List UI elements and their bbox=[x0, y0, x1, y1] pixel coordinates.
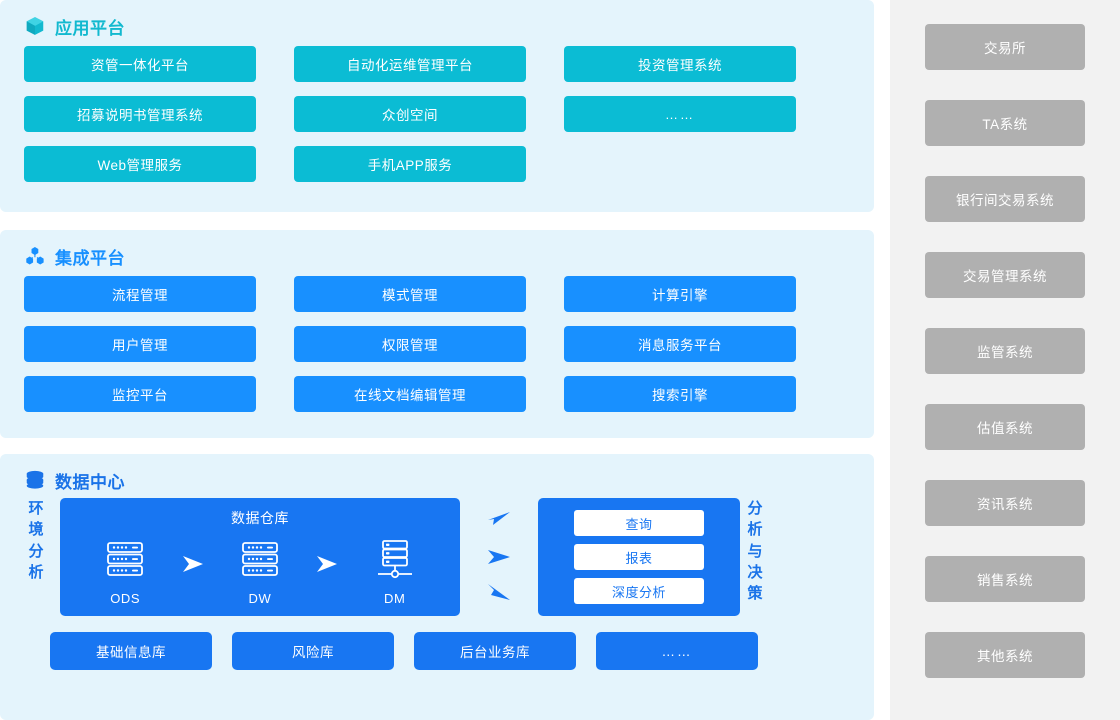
label-dec-char-1: 分 bbox=[747, 500, 763, 517]
tile-int-4[interactable]: 用户管理 bbox=[24, 326, 256, 362]
arrow-right-icon-2 bbox=[312, 553, 342, 589]
arrow-right-icon-1 bbox=[178, 553, 208, 589]
database-icon bbox=[24, 469, 46, 491]
tile-int-8[interactable]: 在线文档编辑管理 bbox=[294, 376, 526, 412]
data-warehouse-box: 数据仓库 bbox=[60, 498, 460, 616]
analysis-item-deep-analysis[interactable]: 深度分析 bbox=[574, 578, 704, 604]
db-tile-backoffice[interactable]: 后台业务库 bbox=[414, 632, 576, 670]
tile-int-3[interactable]: 计算引擎 bbox=[564, 276, 796, 312]
label-analysis-decision: 分 析 与 决 策 bbox=[740, 498, 770, 604]
tile-grid-integration-platform: 流程管理 模式管理 计算引擎 用户管理 权限管理 消息服务平台 监控平台 在线文… bbox=[0, 270, 874, 412]
tile-app-3[interactable]: 投资管理系统 bbox=[564, 46, 796, 82]
sidebar-item-valuation[interactable]: 估值系统 bbox=[925, 404, 1085, 450]
data-warehouse-title: 数据仓库 bbox=[231, 510, 289, 526]
external-systems-sidebar: 交易所 TA系统 银行间交易系统 交易管理系统 监管系统 估值系统 资讯系统 销… bbox=[890, 0, 1120, 720]
tile-int-2[interactable]: 模式管理 bbox=[294, 276, 526, 312]
tile-grid-app-platform: 资管一体化平台 自动化运维管理平台 投资管理系统 招募说明书管理系统 众创空间 … bbox=[0, 40, 874, 182]
tile-app-5[interactable]: 众创空间 bbox=[294, 96, 526, 132]
label-dec-char-2: 析 bbox=[747, 521, 763, 539]
warehouse-node-label-dw: DW bbox=[248, 591, 272, 606]
warehouse-node-label-dm: DM bbox=[384, 591, 406, 606]
label-env-char-1: 环 bbox=[28, 500, 44, 517]
sidebar-item-trade-management[interactable]: 交易管理系统 bbox=[925, 252, 1085, 298]
tile-app-8[interactable]: 手机APP服务 bbox=[294, 146, 526, 182]
sidebar-item-interbank-trading[interactable]: 银行间交易系统 bbox=[925, 176, 1085, 222]
server-network-icon bbox=[372, 536, 418, 582]
tile-int-1[interactable]: 流程管理 bbox=[24, 276, 256, 312]
section-header-app-platform: 应用平台 bbox=[0, 0, 874, 40]
left-column: 应用平台 资管一体化平台 自动化运维管理平台 投资管理系统 招募说明书管理系统 … bbox=[0, 0, 874, 720]
db-tile-risk[interactable]: 风险库 bbox=[232, 632, 394, 670]
tile-app-4[interactable]: 招募说明书管理系统 bbox=[24, 96, 256, 132]
warehouse-node-label-ods: ODS bbox=[110, 591, 141, 606]
sidebar-item-other[interactable]: 其他系统 bbox=[925, 632, 1085, 678]
analysis-item-report[interactable]: 报表 bbox=[574, 544, 704, 570]
tile-int-5[interactable]: 权限管理 bbox=[294, 326, 526, 362]
section-title-integration-platform: 集成平台 bbox=[55, 248, 125, 268]
db-tile-basic-info[interactable]: 基础信息库 bbox=[50, 632, 212, 670]
tile-int-6[interactable]: 消息服务平台 bbox=[564, 326, 796, 362]
arrow-right-icon bbox=[485, 547, 513, 567]
server-stack-icon bbox=[237, 536, 283, 582]
label-environment-analysis: 环 境 分 析 bbox=[18, 498, 54, 583]
label-env-char-2: 境 bbox=[28, 521, 44, 539]
arrow-down-right-icon bbox=[485, 583, 513, 603]
arrow-up-right-icon bbox=[485, 511, 513, 531]
flow-arrows-group bbox=[460, 498, 538, 616]
cubes-cluster-icon bbox=[24, 245, 46, 267]
sidebar-item-ta-system[interactable]: TA系统 bbox=[925, 100, 1085, 146]
sidebar-item-exchange[interactable]: 交易所 bbox=[925, 24, 1085, 70]
tile-int-7[interactable]: 监控平台 bbox=[24, 376, 256, 412]
label-dec-char-4: 决 bbox=[747, 563, 763, 581]
sidebar-item-sales[interactable]: 销售系统 bbox=[925, 556, 1085, 602]
server-stack-icon bbox=[102, 536, 148, 582]
data-center-body: 环 境 分 析 数据仓库 bbox=[0, 494, 874, 616]
tile-app-1[interactable]: 资管一体化平台 bbox=[24, 46, 256, 82]
warehouse-node-dm[interactable]: DM bbox=[353, 536, 437, 606]
analysis-item-query[interactable]: 查询 bbox=[574, 510, 704, 536]
section-data-center: 数据中心 环 境 分 析 数据仓库 bbox=[0, 454, 874, 720]
sidebar-item-information[interactable]: 资讯系统 bbox=[925, 480, 1085, 526]
label-dec-char-3: 与 bbox=[747, 542, 763, 560]
tile-int-9[interactable]: 搜索引擎 bbox=[564, 376, 796, 412]
tile-app-6-ellipsis[interactable]: …… bbox=[564, 96, 796, 132]
label-env-char-4: 析 bbox=[28, 563, 44, 581]
sidebar-item-regulatory[interactable]: 监管系统 bbox=[925, 328, 1085, 374]
label-env-char-3: 分 bbox=[28, 542, 44, 560]
tile-app-7[interactable]: Web管理服务 bbox=[24, 146, 256, 182]
section-title-data-center: 数据中心 bbox=[55, 472, 125, 492]
warehouse-node-ods[interactable]: ODS bbox=[83, 536, 167, 606]
data-warehouse-flow: ODS bbox=[60, 528, 460, 606]
cube-icon bbox=[24, 15, 46, 37]
db-tile-ellipsis[interactable]: …… bbox=[596, 632, 758, 670]
section-app-platform: 应用平台 资管一体化平台 自动化运维管理平台 投资管理系统 招募说明书管理系统 … bbox=[0, 0, 874, 212]
section-integration-platform: 集成平台 流程管理 模式管理 计算引擎 用户管理 权限管理 消息服务平台 监控平… bbox=[0, 230, 874, 438]
analysis-box: 查询 报表 深度分析 bbox=[538, 498, 740, 616]
warehouse-node-dw[interactable]: DW bbox=[218, 536, 302, 606]
database-row: 基础信息库 风险库 后台业务库 …… bbox=[0, 616, 874, 670]
section-header-data-center: 数据中心 bbox=[0, 454, 874, 494]
tile-app-2[interactable]: 自动化运维管理平台 bbox=[294, 46, 526, 82]
section-header-integration-platform: 集成平台 bbox=[0, 230, 874, 270]
label-dec-char-5: 策 bbox=[747, 585, 763, 603]
section-title-app-platform: 应用平台 bbox=[55, 18, 125, 38]
